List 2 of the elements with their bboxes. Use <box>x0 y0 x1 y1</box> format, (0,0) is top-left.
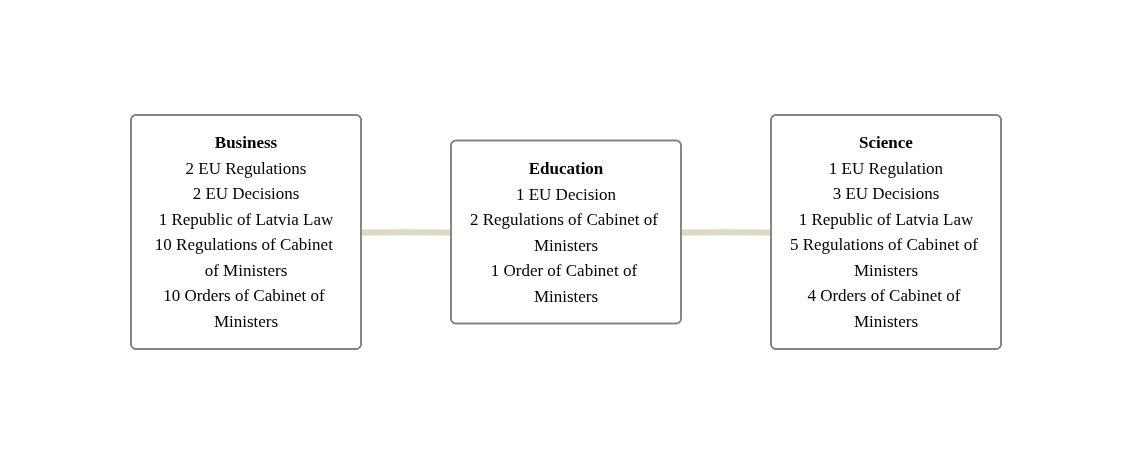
connector <box>360 228 452 235</box>
connector <box>680 228 772 235</box>
